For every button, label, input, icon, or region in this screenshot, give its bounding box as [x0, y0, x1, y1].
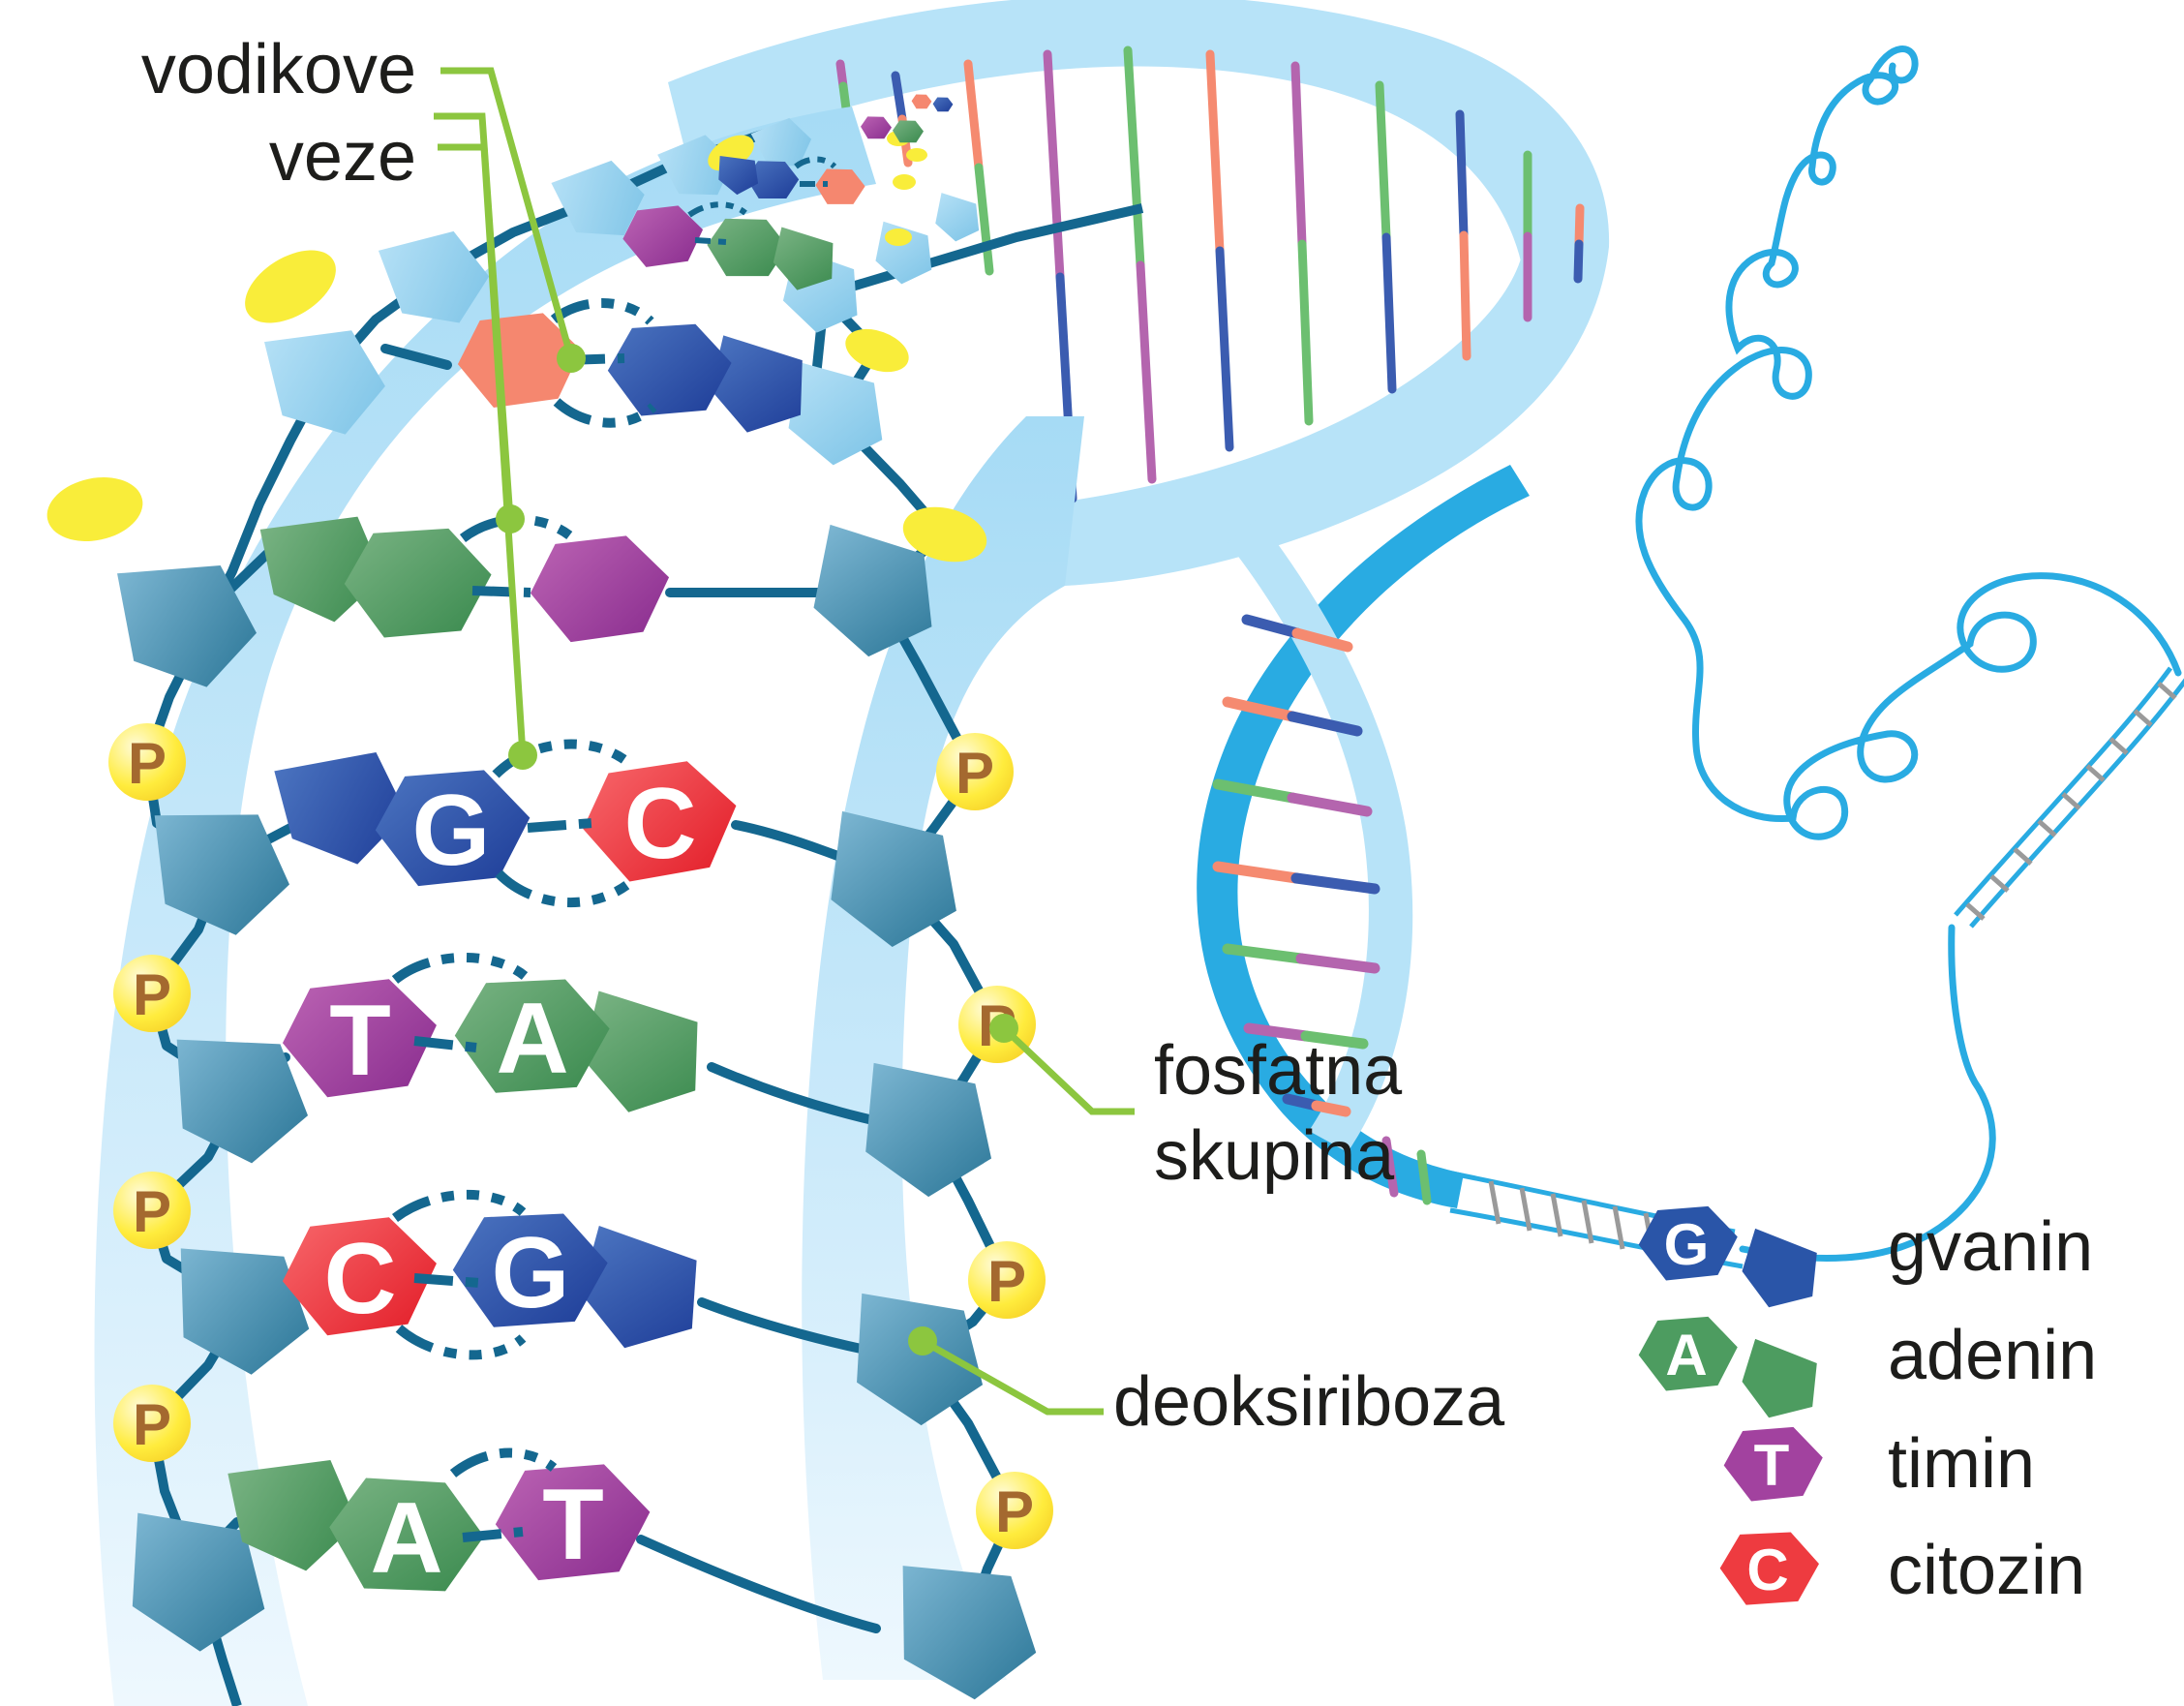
base-pair-row: C G: [275, 1189, 710, 1361]
base-letter-guanine: G: [412, 775, 491, 887]
base-letter-guanine: G: [492, 1217, 570, 1329]
thymine-shape: [524, 529, 677, 647]
helix-bulge-front-strand: [1197, 465, 1530, 1208]
guanine-shape: [932, 97, 954, 112]
phosphate-icon: P: [113, 1385, 191, 1462]
phosphate-icon: [902, 506, 987, 563]
phosphate-icon: P: [108, 723, 186, 801]
phosphate-icon: [845, 328, 909, 373]
transition-rung: [1381, 1136, 1399, 1198]
helix-bulge-rungs: [1212, 614, 1380, 1117]
leader-line: [1001, 1025, 1135, 1115]
phosphate-ellipses: [46, 131, 987, 563]
phosphate-letter: P: [133, 1392, 171, 1457]
leader-dots: [496, 344, 1018, 1356]
thymine-shape: [861, 116, 892, 139]
leader-dot: [908, 1326, 937, 1356]
phosphate-letter: P: [128, 731, 167, 796]
phosphate-letter: P: [995, 1479, 1034, 1544]
guanine-icon: [1735, 1228, 1826, 1318]
base-pair-row: A T: [224, 1444, 656, 1595]
legend-letter-thymine: T: [1754, 1433, 1790, 1498]
base-letter-cytosine: C: [323, 1223, 396, 1335]
base-letter-cytosine: C: [623, 768, 696, 880]
base-pair-row: G C: [270, 736, 746, 907]
legend-item-thymine: T timin: [1720, 1422, 2035, 1504]
adenine-shape: [575, 990, 710, 1123]
legend-label-adenine: adenin: [1888, 1317, 2097, 1394]
deoxyribose-icon: [900, 1561, 1038, 1702]
hydrogen-bonds-label-line2: veze: [269, 118, 416, 196]
leader-dot: [496, 504, 525, 533]
leader-line: [440, 67, 575, 359]
adenine-shape: [707, 218, 788, 277]
guanine-shape: [604, 320, 736, 419]
legend-label-thymine: timin: [1888, 1425, 2035, 1503]
phosphate-icon: [893, 174, 916, 190]
phosphate-groups: P P P P P P P P: [108, 723, 1053, 1549]
phosphate-letter: P: [956, 741, 994, 806]
supercoil-loops: [1635, 46, 2182, 840]
leader-lines: [434, 67, 1135, 1416]
phosphate-icon: [906, 148, 927, 162]
legend-letter-adenine: A: [1665, 1323, 1707, 1387]
legend-item-adenine: A adenin: [1635, 1312, 2097, 1428]
base-letter-adenine: A: [496, 983, 568, 1095]
legend-label-guanine: gvanin: [1888, 1208, 2093, 1286]
phosphate-icon: [245, 250, 336, 323]
phosphate-group-label-line2: skupina: [1154, 1117, 1395, 1195]
base-letter-thymine: T: [329, 985, 391, 1097]
supercoil-line: [1739, 924, 1996, 1262]
base-pair-rows: G C T A C G: [224, 94, 954, 1595]
leader-dot: [508, 741, 537, 770]
ladder: P P P P P P P P: [46, 107, 1144, 1706]
base-letter-adenine: A: [370, 1482, 442, 1595]
phosphate-icon: P: [113, 1172, 191, 1249]
legend: G gvanin A adenin T timin C citozin: [1635, 1202, 2097, 1609]
cytosine-shape: [911, 94, 932, 109]
leader-line: [921, 1337, 1104, 1416]
phosphate-icon: P: [968, 1241, 1046, 1319]
phosphate-letter: P: [133, 1179, 171, 1244]
guanine-shape: [571, 1225, 710, 1361]
base-pair-row-small: [619, 94, 954, 296]
legend-item-cytosine: C citozin: [1717, 1529, 2085, 1609]
base-letter-thymine: T: [542, 1469, 604, 1581]
leader-dot: [557, 344, 586, 373]
double-helix-ribbon: [668, 0, 1610, 1208]
helix-rungs: [835, 46, 1585, 503]
helix-top-band: [668, 0, 1610, 281]
supercoil: [1381, 46, 2184, 1269]
legend-letter-guanine: G: [1664, 1212, 1710, 1277]
hydrogen-bonds-label-line1: vodikove: [141, 31, 416, 108]
phosphate-icon: [46, 477, 143, 541]
phosphate-letter: P: [987, 1249, 1026, 1314]
leader-dot: [989, 1014, 1018, 1043]
condensed-dna-segment: [1954, 666, 2184, 929]
phosphate-letter: P: [133, 962, 171, 1027]
phosphate-icon: P: [936, 733, 1014, 810]
legend-label-cytosine: citozin: [1888, 1532, 2085, 1609]
phosphate-group-label-line1: fosfatna: [1154, 1032, 1403, 1110]
legend-letter-cytosine: C: [1746, 1538, 1788, 1602]
base-pair-row: T A: [275, 953, 710, 1123]
phosphate-icon: [885, 228, 912, 246]
base-pair-row-unlabeled: [257, 502, 677, 647]
left-strand-ribbon: [94, 107, 876, 1706]
legend-item-guanine: G gvanin: [1635, 1202, 2093, 1318]
adenine-icon: [1735, 1338, 1826, 1428]
helix-return-band: [1050, 242, 1609, 586]
transition-rung: [1416, 1149, 1432, 1205]
leader-line: [438, 143, 527, 756]
phosphate-icon: P: [113, 955, 191, 1032]
phosphate-icon: P: [976, 1472, 1053, 1549]
annotations: vodikove veze fosfatna skupina deoksirib…: [141, 31, 1505, 1441]
deoxyribose-label: deoksiriboza: [1113, 1363, 1505, 1441]
deoxyribose-icon: [932, 193, 985, 246]
helix-bulge-back-strand: [1228, 518, 1413, 1152]
